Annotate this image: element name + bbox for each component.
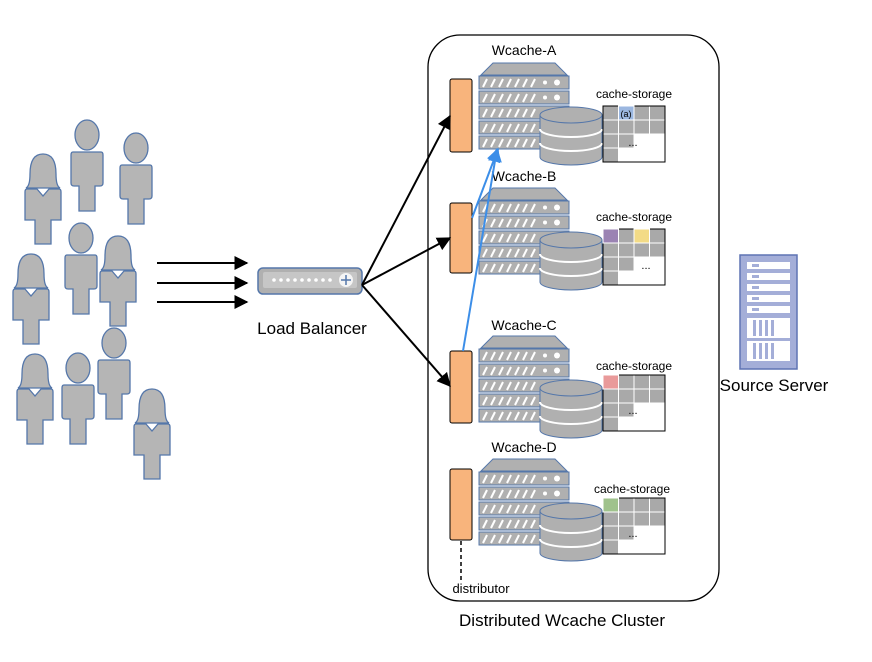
ellipsis-text: ... [641,260,650,272]
user-icon [119,132,153,225]
forward-arrow [462,147,502,352]
cache-cell-highlight [602,497,619,513]
user-icon [99,235,137,327]
ellipsis-text: ... [628,528,637,540]
forward-arrows [462,147,502,352]
cluster-label: Distributed Wcache Cluster [459,611,665,630]
wcache-a-node: Wcache-A (a) ... cache-storage [449,42,672,166]
database-icon [539,231,603,291]
cache-cell-highlight [633,228,650,244]
distributor-box [449,78,473,153]
wcache-d-node: Wcache-D ... cache-storage [449,439,670,582]
cluster-boundary [427,34,720,602]
user-icon [133,388,171,480]
cache-cell-highlight [618,105,635,121]
cache-storage-label: cache-storage [596,359,672,373]
database-icon [539,502,603,562]
cache-cell-highlight [602,228,619,244]
dispatch-arrow [361,114,451,286]
wcache-name: Wcache-C [491,317,556,333]
load-balancer-label: Load Balancer [257,319,367,338]
distributor-box [449,202,473,274]
distributor-box [449,350,473,424]
database-icon [539,106,603,166]
cache-cell-mark: (a) [621,109,632,119]
user-icon [97,327,131,420]
user-icon [61,352,95,445]
database-icon [539,379,603,439]
ellipsis-text: ... [628,405,637,417]
cache-cell-highlight [602,374,619,390]
wcache-c-node: Wcache-C ... cache-storage [449,317,672,439]
cache-storage-label: cache-storage [596,87,672,101]
user-icon [12,253,50,345]
user-icon [64,222,98,315]
users-group [12,119,171,480]
wcache-name: Wcache-A [492,42,557,58]
wcache-b-node: Wcache-B ... cache-storage [449,168,672,291]
ellipsis-text: ... [628,137,637,149]
request-arrows [157,256,249,309]
user-icon [70,119,104,212]
wcache-name: Wcache-D [491,439,556,455]
load-balancer-icon [257,267,363,295]
cache-storage-label: cache-storage [596,210,672,224]
user-icon [24,153,62,245]
dispatch-arrows [361,114,452,388]
source-server-label: Source Server [720,376,829,395]
distributor-box [449,468,473,541]
dispatch-arrow [361,237,452,286]
user-icon [16,353,54,445]
source-server-icon [739,254,798,370]
dispatch-arrow [361,284,451,388]
cache-storage-label: cache-storage [594,482,670,496]
wcache-name: Wcache-B [492,168,557,184]
distributor-label: distributor [452,581,510,596]
